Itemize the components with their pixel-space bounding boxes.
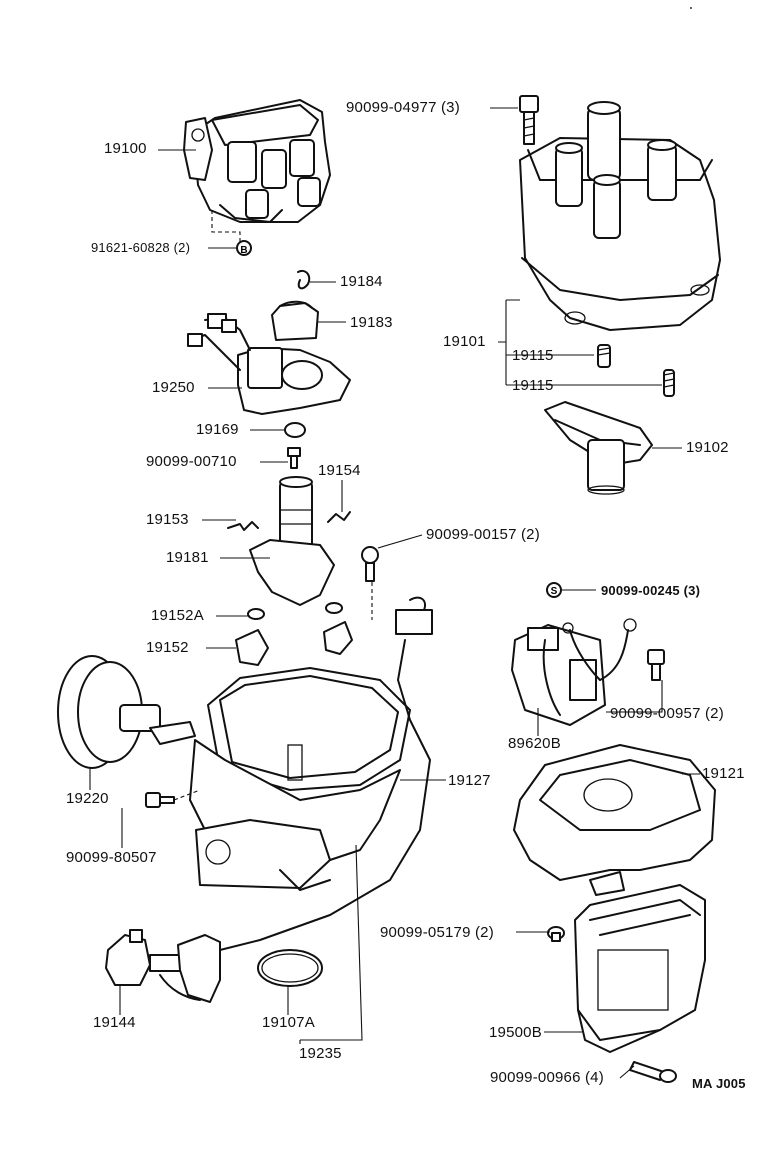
ignition-coil-part: [574, 884, 706, 1053]
governor-shaft-part: [249, 476, 335, 606]
vacuum-advancer-part: [57, 655, 196, 790]
governor-spring-a-part: [227, 521, 259, 531]
label-19181: 19181: [166, 549, 209, 566]
e-ring-b-part: [325, 602, 343, 614]
label-19107A: 19107A: [262, 1014, 315, 1031]
label-19153: 19153: [146, 511, 189, 528]
screw-80507-part: [145, 792, 175, 808]
label-90099-00957: 90099-00957 (2): [610, 705, 724, 722]
connector-cap-part: [105, 929, 221, 1003]
label-90099-04977: 90099-04977 (3): [346, 99, 460, 116]
ignition-module-plate-part: [187, 313, 351, 415]
washer-19169-part: [284, 422, 306, 438]
washer-b-symbol: B: [240, 245, 247, 256]
label-19100: 19100: [104, 140, 147, 157]
washer-s-part: [546, 582, 562, 598]
carbon-point-part: [597, 344, 611, 368]
label-19169: 19169: [196, 421, 239, 438]
label-19121: 19121: [702, 765, 745, 782]
spring-clip-part: [297, 270, 311, 290]
label-90099-05179: 90099-05179 (2): [380, 924, 494, 941]
washer-s-symbol: S: [551, 586, 558, 597]
label-19144: 19144: [93, 1014, 136, 1031]
ignition-coil-cover-part: [513, 744, 716, 896]
diagram-code: MA J005: [692, 1076, 746, 1091]
cap-bolt-part: [519, 95, 539, 145]
label-19183: 19183: [350, 314, 393, 331]
o-ring-part: [257, 949, 323, 987]
governor-spring-b-part: [327, 511, 351, 523]
nut-05179-part: [547, 926, 565, 942]
governor-weight-part: [235, 629, 269, 666]
label-19152A: 19152A: [151, 607, 204, 624]
distributor-assembly-part: [183, 99, 331, 244]
label-19127: 19127: [448, 772, 491, 789]
label-19250: 19250: [152, 379, 195, 396]
leader-lines: [119, 107, 700, 1079]
distributor-housing-part: [189, 667, 411, 891]
e-ring-part: [247, 608, 265, 620]
label-19102: 19102: [686, 439, 729, 456]
harness-wire-part: [409, 596, 426, 611]
carbon-spring-part: [663, 369, 675, 397]
o-ring-inner-part: [261, 953, 319, 983]
label-90099-80507: 90099-80507: [66, 849, 157, 866]
label-19220: 19220: [66, 790, 109, 807]
washer-b-part: [236, 240, 252, 256]
igniter-part: [511, 618, 637, 726]
rotor-cover-part: [271, 300, 319, 341]
label-90099-00157: 90099-00157 (2): [426, 526, 540, 543]
rotor-part: [544, 401, 653, 495]
screw-00157-part: [361, 546, 379, 582]
screw-00957-part: [647, 649, 665, 681]
wiring-harness-part: [219, 639, 431, 951]
label-19500B: 19500B: [489, 1024, 542, 1041]
label-91621-60828: 91621-60828 (2): [91, 240, 191, 255]
label-90099-00966: 90099-00966 (4): [490, 1069, 604, 1086]
label-19184: 19184: [340, 273, 383, 290]
label-19115-a: 19115: [512, 347, 554, 364]
label-19115-b: 19115: [512, 377, 554, 394]
screw-00710-part: [287, 447, 301, 469]
label-19101: 19101: [443, 333, 486, 350]
label-19154: 19154: [318, 462, 361, 479]
label-19235: 19235: [299, 1045, 342, 1062]
distributor-cap-part: [519, 101, 721, 331]
label-90099-00245: 90099-00245 (3): [601, 583, 701, 598]
bolt-00966-part: [629, 1061, 677, 1083]
label-89620B: 89620B: [508, 735, 561, 752]
label-90099-00710: 90099-00710: [146, 453, 237, 470]
governor-weight-b-part: [323, 621, 353, 655]
harness-terminal-part: [395, 609, 433, 635]
label-19152: 19152: [146, 639, 189, 656]
